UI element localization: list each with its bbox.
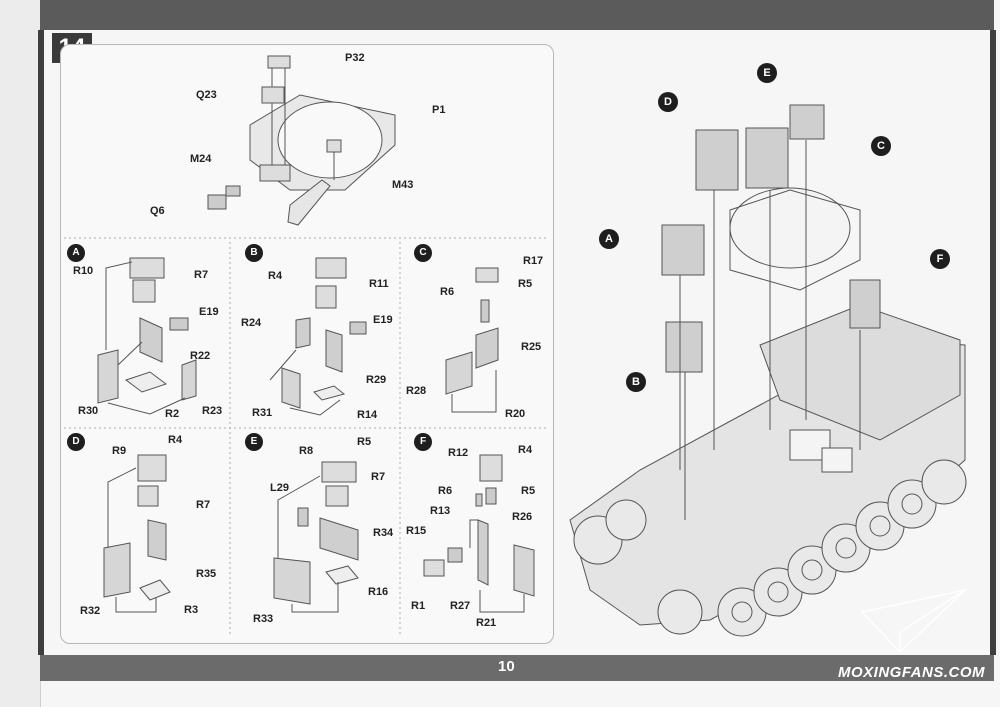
label-a-r2: R2 bbox=[165, 408, 180, 420]
label-b-r4: R4 bbox=[268, 270, 283, 282]
substep-f-drawing bbox=[423, 454, 535, 613]
label-e-r16: R16 bbox=[368, 586, 389, 598]
label-b-r29: R29 bbox=[366, 374, 387, 386]
substep-b-badge: B bbox=[245, 244, 263, 262]
label-e-r33: R33 bbox=[253, 613, 274, 625]
top-band bbox=[40, 0, 994, 30]
substep-b-drawing bbox=[269, 257, 367, 416]
page-number: 10 bbox=[498, 658, 515, 675]
substep-e-drawing bbox=[273, 461, 359, 613]
overview-badge-b: B bbox=[626, 372, 646, 392]
substep-d-badge: D bbox=[67, 433, 85, 451]
label-f-r5: R5 bbox=[521, 485, 536, 497]
substep-f-badge: F bbox=[414, 433, 432, 451]
tank-overview-drawing bbox=[569, 104, 967, 637]
label-e-r34: R34 bbox=[373, 527, 394, 539]
label-c-r17: R17 bbox=[523, 255, 544, 267]
label-c-r5: R5 bbox=[518, 278, 533, 290]
substep-c-badge: C bbox=[414, 244, 432, 262]
label-c-r28: R28 bbox=[406, 385, 427, 397]
label-p1: P1 bbox=[432, 104, 446, 116]
label-d-r9: R9 bbox=[112, 445, 127, 457]
label-q6: Q6 bbox=[150, 205, 165, 217]
label-b-r24: R24 bbox=[241, 317, 262, 329]
left-border bbox=[38, 30, 44, 655]
substep-a-badge: A bbox=[67, 244, 85, 262]
substep-d-drawing bbox=[103, 454, 171, 613]
label-p32: P32 bbox=[345, 52, 365, 64]
label-d-r3: R3 bbox=[184, 604, 199, 616]
overview-badge-f: F bbox=[930, 249, 950, 269]
label-a-r10: R10 bbox=[73, 265, 94, 277]
overview-badge-e: E bbox=[757, 63, 777, 83]
turret-ring-drawing bbox=[207, 55, 396, 226]
label-f-r6: R6 bbox=[438, 485, 453, 497]
label-f-r4: R4 bbox=[518, 444, 533, 456]
label-b-r14: R14 bbox=[357, 409, 378, 421]
label-a-r7: R7 bbox=[194, 269, 209, 281]
label-e-l29: L29 bbox=[270, 482, 289, 494]
label-f-r1: R1 bbox=[411, 600, 426, 612]
label-q23: Q23 bbox=[196, 89, 217, 101]
label-c-r20: R20 bbox=[505, 408, 526, 420]
label-e-r7: R7 bbox=[371, 471, 386, 483]
label-f-r21: R21 bbox=[476, 617, 497, 629]
substep-c-drawing bbox=[445, 267, 499, 413]
label-b-e19: E19 bbox=[373, 314, 393, 326]
substep-e-badge: E bbox=[245, 433, 263, 451]
label-b-r31: R31 bbox=[252, 407, 273, 419]
label-a-r30: R30 bbox=[78, 405, 99, 417]
label-f-r13: R13 bbox=[430, 505, 451, 517]
overview-badge-d: D bbox=[658, 92, 678, 112]
label-d-r7: R7 bbox=[196, 499, 211, 511]
paper-plane-logo bbox=[860, 588, 968, 654]
label-a-r23: R23 bbox=[202, 405, 223, 417]
label-f-r26: R26 bbox=[512, 511, 533, 523]
label-d-r35: R35 bbox=[196, 568, 217, 580]
overview-badge-a: A bbox=[599, 229, 619, 249]
right-border bbox=[990, 30, 996, 655]
label-f-r12: R12 bbox=[448, 447, 469, 459]
label-c-r25: R25 bbox=[521, 341, 542, 353]
label-e-r5: R5 bbox=[357, 436, 372, 448]
label-f-r27: R27 bbox=[450, 600, 471, 612]
label-d-r4: R4 bbox=[168, 434, 183, 446]
label-e-r8: R8 bbox=[299, 445, 314, 457]
label-c-r6: R6 bbox=[440, 286, 455, 298]
label-a-r22: R22 bbox=[190, 350, 211, 362]
label-d-r32: R32 bbox=[80, 605, 101, 617]
label-m43: M43 bbox=[392, 179, 414, 191]
substep-a-drawing bbox=[97, 257, 197, 415]
watermark: MOXINGFANS.COM bbox=[838, 664, 986, 681]
bottom-band bbox=[40, 655, 994, 681]
overview-badge-c: C bbox=[871, 136, 891, 156]
label-f-r15: R15 bbox=[406, 525, 427, 537]
label-b-r11: R11 bbox=[369, 278, 389, 290]
label-a-e19: E19 bbox=[199, 306, 219, 318]
label-m24: M24 bbox=[190, 153, 212, 165]
